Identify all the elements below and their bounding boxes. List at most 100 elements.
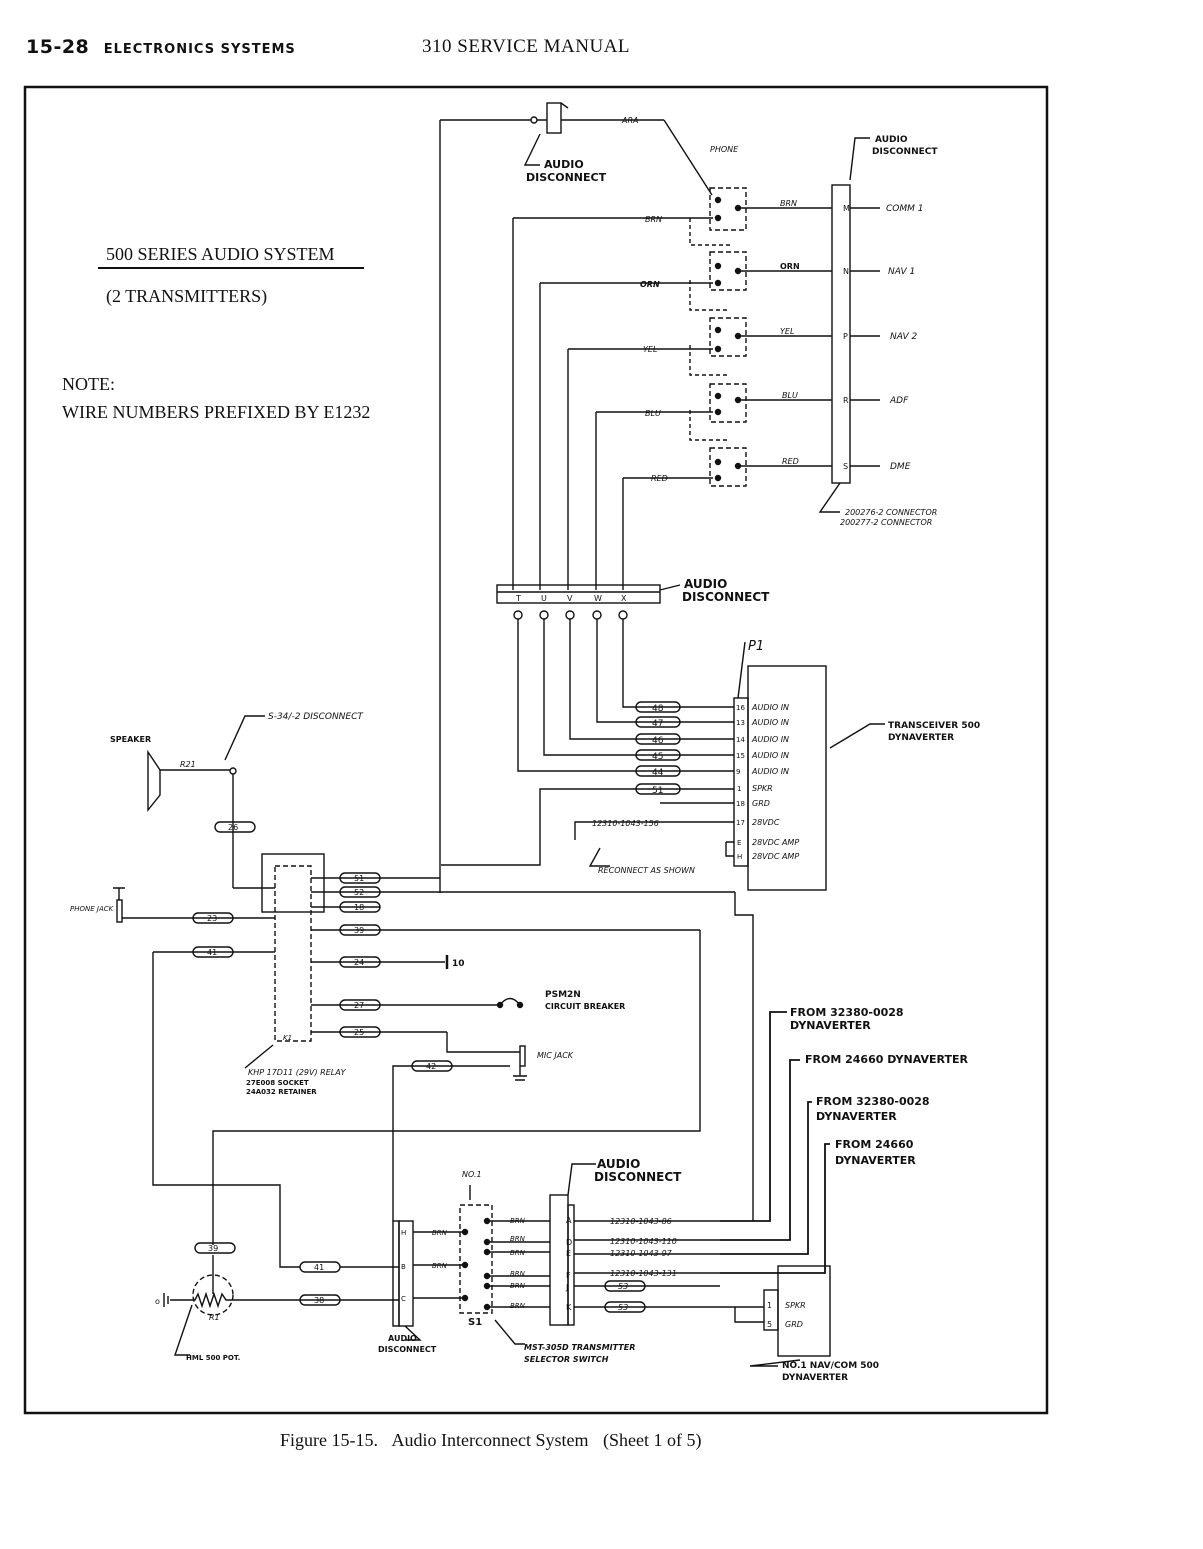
mid-pin-w: W bbox=[594, 594, 602, 603]
left-wire-label-1: BRN bbox=[645, 215, 662, 224]
contact bbox=[714, 345, 722, 353]
p1-28v-wire bbox=[574, 821, 734, 840]
selector-leader bbox=[494, 1319, 525, 1345]
p1-pin: H bbox=[737, 853, 742, 861]
relay-wire-label: 24 bbox=[354, 958, 364, 967]
contact bbox=[483, 1248, 491, 1256]
connector-leader-top bbox=[849, 137, 870, 181]
connector-part-1: 200276-2 CONNECTOR bbox=[845, 508, 937, 517]
navcom-pin: 5 bbox=[767, 1320, 772, 1329]
speaker-disconnect-label: S-34/-2 DISCONNECT bbox=[268, 712, 364, 722]
switch-left-wires: BRN ORN YEL BLU RED bbox=[512, 215, 713, 590]
wire-41-route bbox=[152, 952, 300, 1268]
wire-45: 45 bbox=[652, 752, 663, 762]
figure-sheet: (Sheet 1 of 5) bbox=[602, 1430, 702, 1450]
navcom-function: SPKR bbox=[785, 1301, 806, 1310]
terminal bbox=[565, 610, 575, 620]
p1-function-labels: AUDIO IN AUDIO IN AUDIO IN AUDIO IN AUDI… bbox=[751, 703, 799, 861]
terminal bbox=[592, 610, 602, 620]
p1-pin: 9 bbox=[736, 768, 740, 776]
s1-wire-label: BRN bbox=[510, 1270, 526, 1278]
wire-52-route bbox=[734, 892, 754, 1221]
bottom-wire-label: 12310-1043-110 bbox=[610, 1237, 677, 1246]
no1-label: NO.1 bbox=[462, 1170, 482, 1179]
s1-wires: BRN BRN BRN BRN BRN BRN BRN BRN bbox=[432, 1217, 550, 1310]
contact bbox=[461, 1294, 469, 1302]
selector-switches bbox=[689, 187, 747, 487]
right-wire-label-4: BLU bbox=[782, 391, 798, 400]
wire-12310-156: 12310-1043-156 bbox=[592, 819, 659, 828]
p1-function: AUDIO IN bbox=[751, 735, 789, 744]
contact bbox=[714, 214, 722, 222]
mid-pin-x: X bbox=[621, 594, 627, 603]
navcom-leader bbox=[749, 1359, 801, 1367]
mic-jack-label: MIC JACK bbox=[537, 1051, 574, 1060]
pot-wire-label: 39 bbox=[208, 1244, 218, 1253]
pot-disconnect-inner bbox=[392, 1220, 400, 1327]
page-number: 15-28 bbox=[26, 36, 90, 58]
contact bbox=[714, 474, 722, 482]
transceiver-leader bbox=[829, 723, 885, 749]
relay-k1 bbox=[261, 853, 325, 913]
contact bbox=[483, 1303, 491, 1311]
relay-wire-label: 27 bbox=[354, 1001, 364, 1010]
top-disconnect-leader bbox=[523, 133, 541, 166]
reconnect-leader bbox=[588, 847, 610, 867]
s1-wire-label: BRN bbox=[510, 1302, 526, 1310]
contact bbox=[714, 458, 722, 466]
relay-wire-label: 39 bbox=[354, 926, 364, 935]
section-title: ELECTRONICS SYSTEMS bbox=[103, 42, 296, 57]
wire-tag bbox=[192, 912, 234, 924]
bottom-wire-label: 53 bbox=[618, 1282, 628, 1291]
wire-tag bbox=[411, 1060, 453, 1072]
pot-pins: H B C bbox=[401, 1229, 406, 1303]
wire-51: 51 bbox=[652, 786, 663, 796]
ground-terminal: 10 bbox=[452, 959, 465, 969]
relay-wires: 51 52 18 23 39 41 24 27 25 bbox=[122, 872, 735, 1038]
p1-amp-wire bbox=[725, 841, 734, 857]
from-label-2: FROM 24660 DYNAVERTER bbox=[805, 1053, 968, 1066]
relay-wire-label: 18 bbox=[354, 903, 364, 912]
p1-label: P1 bbox=[748, 639, 764, 654]
figure-title: Audio Interconnect System bbox=[391, 1430, 589, 1450]
relay-wire-label: 52 bbox=[354, 888, 364, 897]
terminal bbox=[618, 610, 628, 620]
relay-retainer: 24A032 RETAINER bbox=[246, 1088, 317, 1096]
wire-red-left bbox=[622, 477, 713, 590]
diagram-subtitle: (2 TRANSMITTERS) bbox=[106, 286, 267, 307]
right-wire-label-5: RED bbox=[782, 457, 799, 466]
switch-contacts bbox=[714, 196, 742, 482]
wire-tag bbox=[635, 716, 681, 728]
bottom-wire-label: 12310-1043-131 bbox=[610, 1269, 677, 1278]
wire-tag bbox=[635, 733, 681, 745]
contact bbox=[483, 1282, 491, 1290]
top-disconnect bbox=[546, 102, 562, 134]
wire-tag bbox=[299, 1294, 341, 1306]
page-header-left: 15-28 ELECTRONICS SYSTEMS bbox=[26, 36, 296, 58]
p1-function: AUDIO IN bbox=[751, 703, 789, 712]
mid-disconnect-pins: T U V W X bbox=[515, 594, 627, 603]
speaker-icon bbox=[147, 749, 161, 812]
reconnect-note: RECONNECT AS SHOWN bbox=[598, 866, 695, 875]
bottom-wire-label: 53 bbox=[618, 1303, 628, 1312]
cb-terminal bbox=[496, 1001, 504, 1009]
switch-right-wires: BRN ORN YEL BLU RED bbox=[738, 199, 832, 467]
bottom-wire-label: 12310-1043-86 bbox=[610, 1217, 672, 1226]
switch-box-3 bbox=[709, 317, 747, 357]
p1-function: AUDIO IN bbox=[751, 767, 789, 776]
wire-47: 47 bbox=[652, 719, 663, 729]
switch-box-5 bbox=[709, 447, 747, 487]
connector-outputs: COMM 1 NAV 1 NAV 2 ADF DME bbox=[850, 204, 924, 472]
s1-wire-label: BRN bbox=[510, 1235, 526, 1243]
bottom-disconnect-pins: A D E F J K bbox=[565, 1216, 572, 1312]
connector-pin-p: P bbox=[843, 332, 848, 341]
relay-wire-label: 25 bbox=[354, 1028, 364, 1037]
relay-wire-label: 41 bbox=[207, 948, 217, 957]
bottom-disconnect-inner bbox=[567, 1204, 575, 1326]
p1-function: 28VDC AMP bbox=[752, 838, 799, 847]
figure-number: Figure 15-15. bbox=[280, 1430, 378, 1450]
